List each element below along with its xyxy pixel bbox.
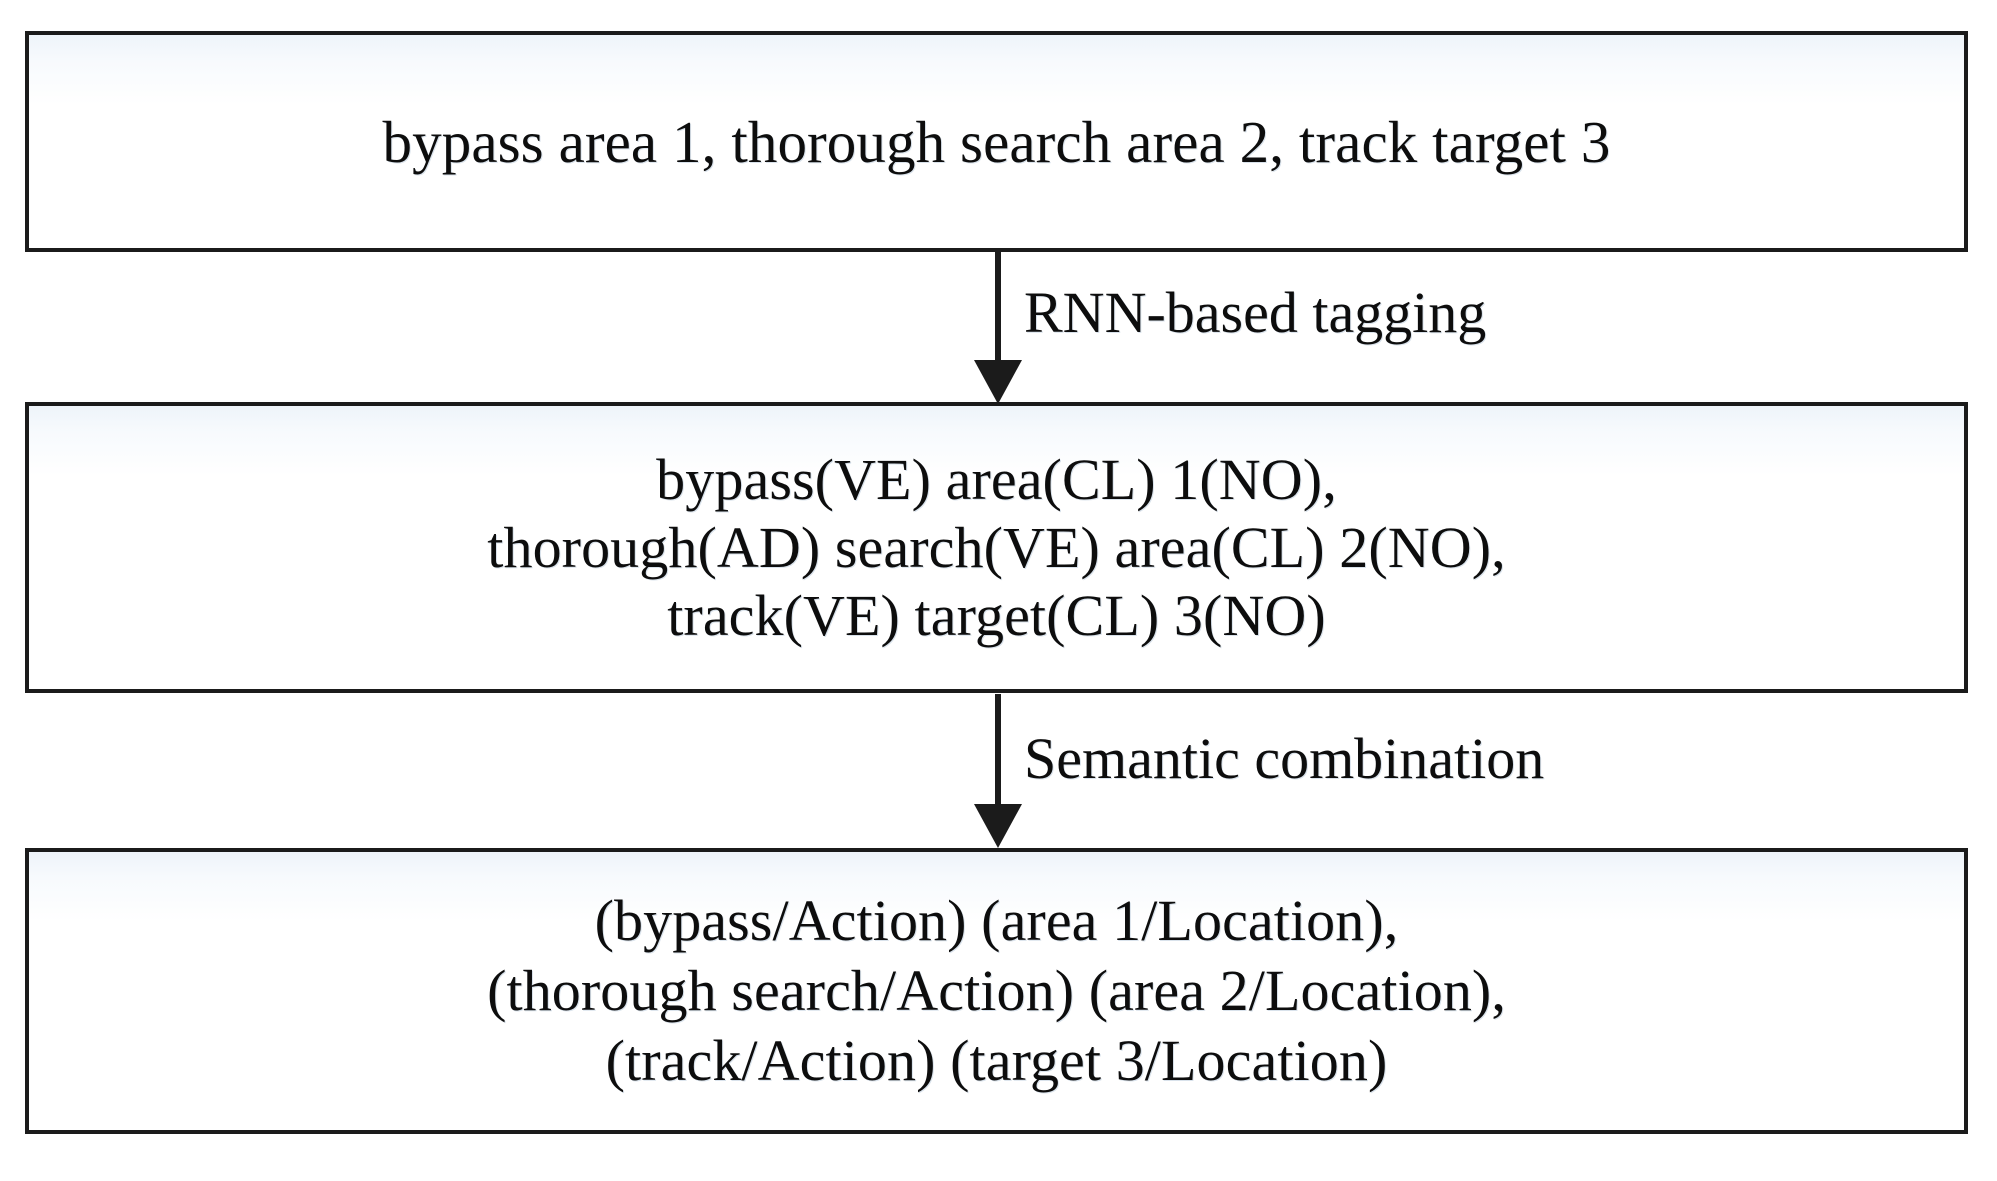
arrow-down-icon-transition-2 [974,694,1022,850]
arrow-stem [995,694,1001,808]
arrow-head [974,360,1022,404]
flow-box-tagged-sentence: bypass(VE) area(CL) 1(NO), thorough(AD) … [25,402,1968,693]
flow-box-semantic-output-text: (bypass/Action) (area 1/Location), (thor… [487,888,1506,1093]
transition-label-rnn-based-tagging: RNN-based tagging [1024,280,1487,345]
arrow-down-icon-transition-1 [974,252,1022,404]
flow-box-semantic-output: (bypass/Action) (area 1/Location), (thor… [25,848,1968,1134]
arrow-stem [995,252,1001,364]
arrow-head [974,804,1022,848]
transition-label-semantic-combination: Semantic combination [1024,726,1545,791]
flow-box-input-sentence-text: bypass area 1, thorough search area 2, t… [382,108,1611,175]
flow-box-tagged-sentence-text: bypass(VE) area(CL) 1(NO), thorough(AD) … [487,446,1506,648]
flow-box-input-sentence: bypass area 1, thorough search area 2, t… [25,31,1968,252]
